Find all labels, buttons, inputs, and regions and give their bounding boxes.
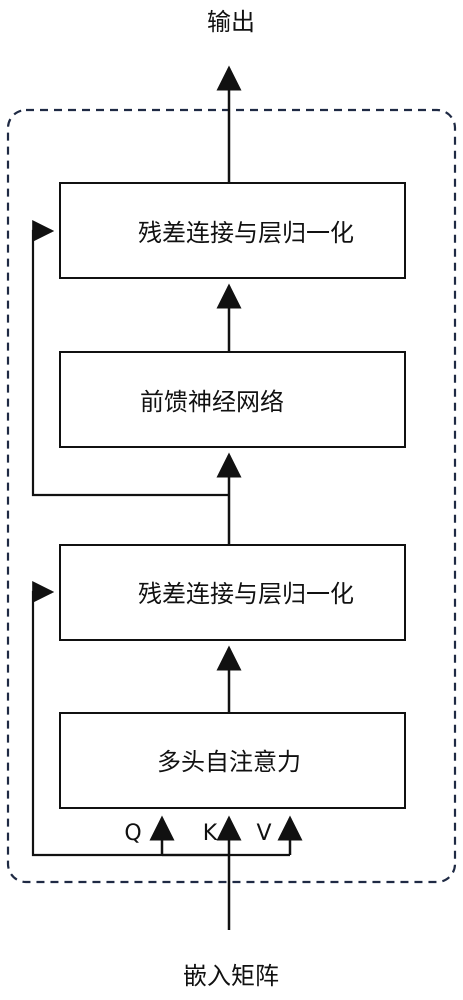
add-norm-block-bottom (59, 544, 406, 641)
output-label: 输出 (207, 8, 255, 36)
feed-forward-label: 前馈神经网络 (140, 388, 284, 416)
add-norm-bottom-label: 残差连接与层归一化 (138, 580, 354, 608)
multi-head-attention-block (59, 712, 406, 809)
feed-forward-block (59, 351, 406, 448)
input-label: 嵌入矩阵 (183, 962, 279, 990)
residual-connection-top (31, 220, 229, 497)
add-norm-top-label: 残差连接与层归一化 (138, 219, 354, 247)
multi-head-attention-label: 多头自注意力 (157, 748, 301, 776)
add-norm-block-top (59, 182, 406, 279)
q-label: Q (124, 821, 141, 846)
residual-connection-bottom (31, 581, 229, 857)
k-label: K (203, 821, 218, 846)
v-label: V (256, 821, 271, 846)
